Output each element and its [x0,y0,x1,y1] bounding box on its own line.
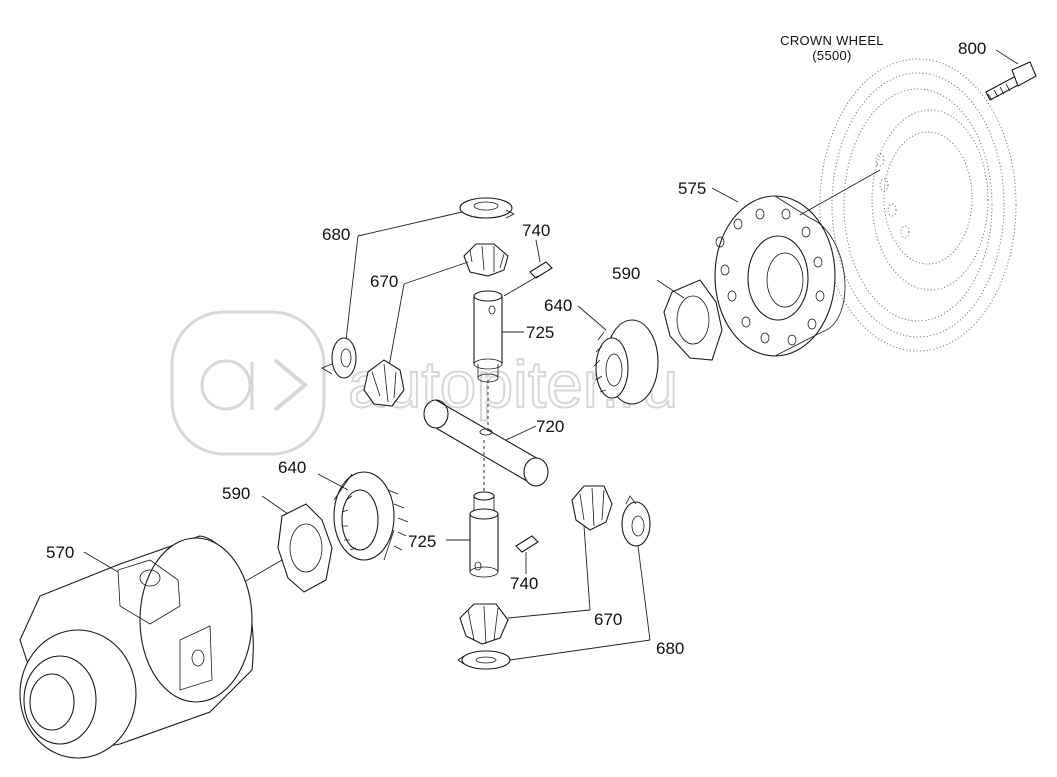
callout-680-bottom: 680 [656,639,684,658]
cross-shaft-720 [423,399,549,487]
case-570 [19,535,254,759]
housing-575 [714,195,846,357]
thrust-washer-680-right [621,495,651,547]
callout-725-top: 725 [526,323,554,342]
pinion-670-right [571,485,613,531]
leader-720 [505,425,537,441]
crown-wheel-outline [819,58,1017,352]
pin-740-top [529,261,553,279]
leader-670-bottom-b [583,525,591,611]
thrust-washer-590-left [277,503,333,593]
leader-575-crown [799,169,881,216]
callout-720: 720 [536,417,564,436]
leader-640-right [577,305,607,331]
leader-670-top-a [403,261,469,285]
leader-680-top-a [357,211,463,237]
shaft-725-bottom [469,491,499,578]
side-gear-640-left [333,471,409,561]
callout-670-bottom: 670 [594,610,622,629]
leader-740-top-b [503,275,539,297]
leader-670-top-b [387,283,405,373]
pinion-670-bottom [459,603,509,645]
crown-wheel-title: CROWN WHEEL (5500) [780,33,884,63]
leader-575 [711,187,739,203]
callout-590-right: 590 [612,264,640,283]
crown-wheel-title-line1: CROWN WHEEL [780,33,884,48]
thrust-washer-680-bottom [457,650,511,670]
callout-570: 570 [46,543,74,562]
callout-640-right: 640 [544,296,572,315]
bolt-800 [985,61,1037,101]
leader-590-left [261,495,289,515]
pinion-670-top [463,243,509,277]
leader-640-left [317,473,349,491]
callout-labels: 800 575 680 740 670 590 640 725 720 640 … [46,39,986,658]
leader-740-top [535,239,541,263]
side-gear-640-right [593,319,659,405]
callout-575: 575 [678,179,706,198]
pin-740-bottom [515,535,539,553]
thrust-washer-680-top [459,197,515,219]
leader-670-bottom-a [507,609,591,619]
leader-590-right [656,279,685,299]
leader-680-top-b [345,235,359,341]
callout-725-bottom: 725 [408,532,436,551]
leader-570 [83,551,119,573]
leader-680-bottom-b [637,545,651,641]
callout-590-left: 590 [222,484,250,503]
callout-800: 800 [958,39,986,58]
callout-670-left: 670 [370,272,398,291]
leader-800 [995,49,1019,65]
callout-740-bottom: 740 [510,574,538,593]
callout-740-top: 740 [522,221,550,240]
leader-case-washer [243,559,283,583]
shaft-725-top [473,290,503,383]
leader-680-bottom-a [509,639,651,661]
pinion-670-left [363,359,405,407]
thrust-washer-680-left [321,337,357,379]
crown-wheel-title-line2: (5500) [812,48,851,63]
callout-680-top: 680 [322,225,350,244]
thrust-washer-590-right [663,279,723,361]
callout-640-left: 640 [278,458,306,477]
